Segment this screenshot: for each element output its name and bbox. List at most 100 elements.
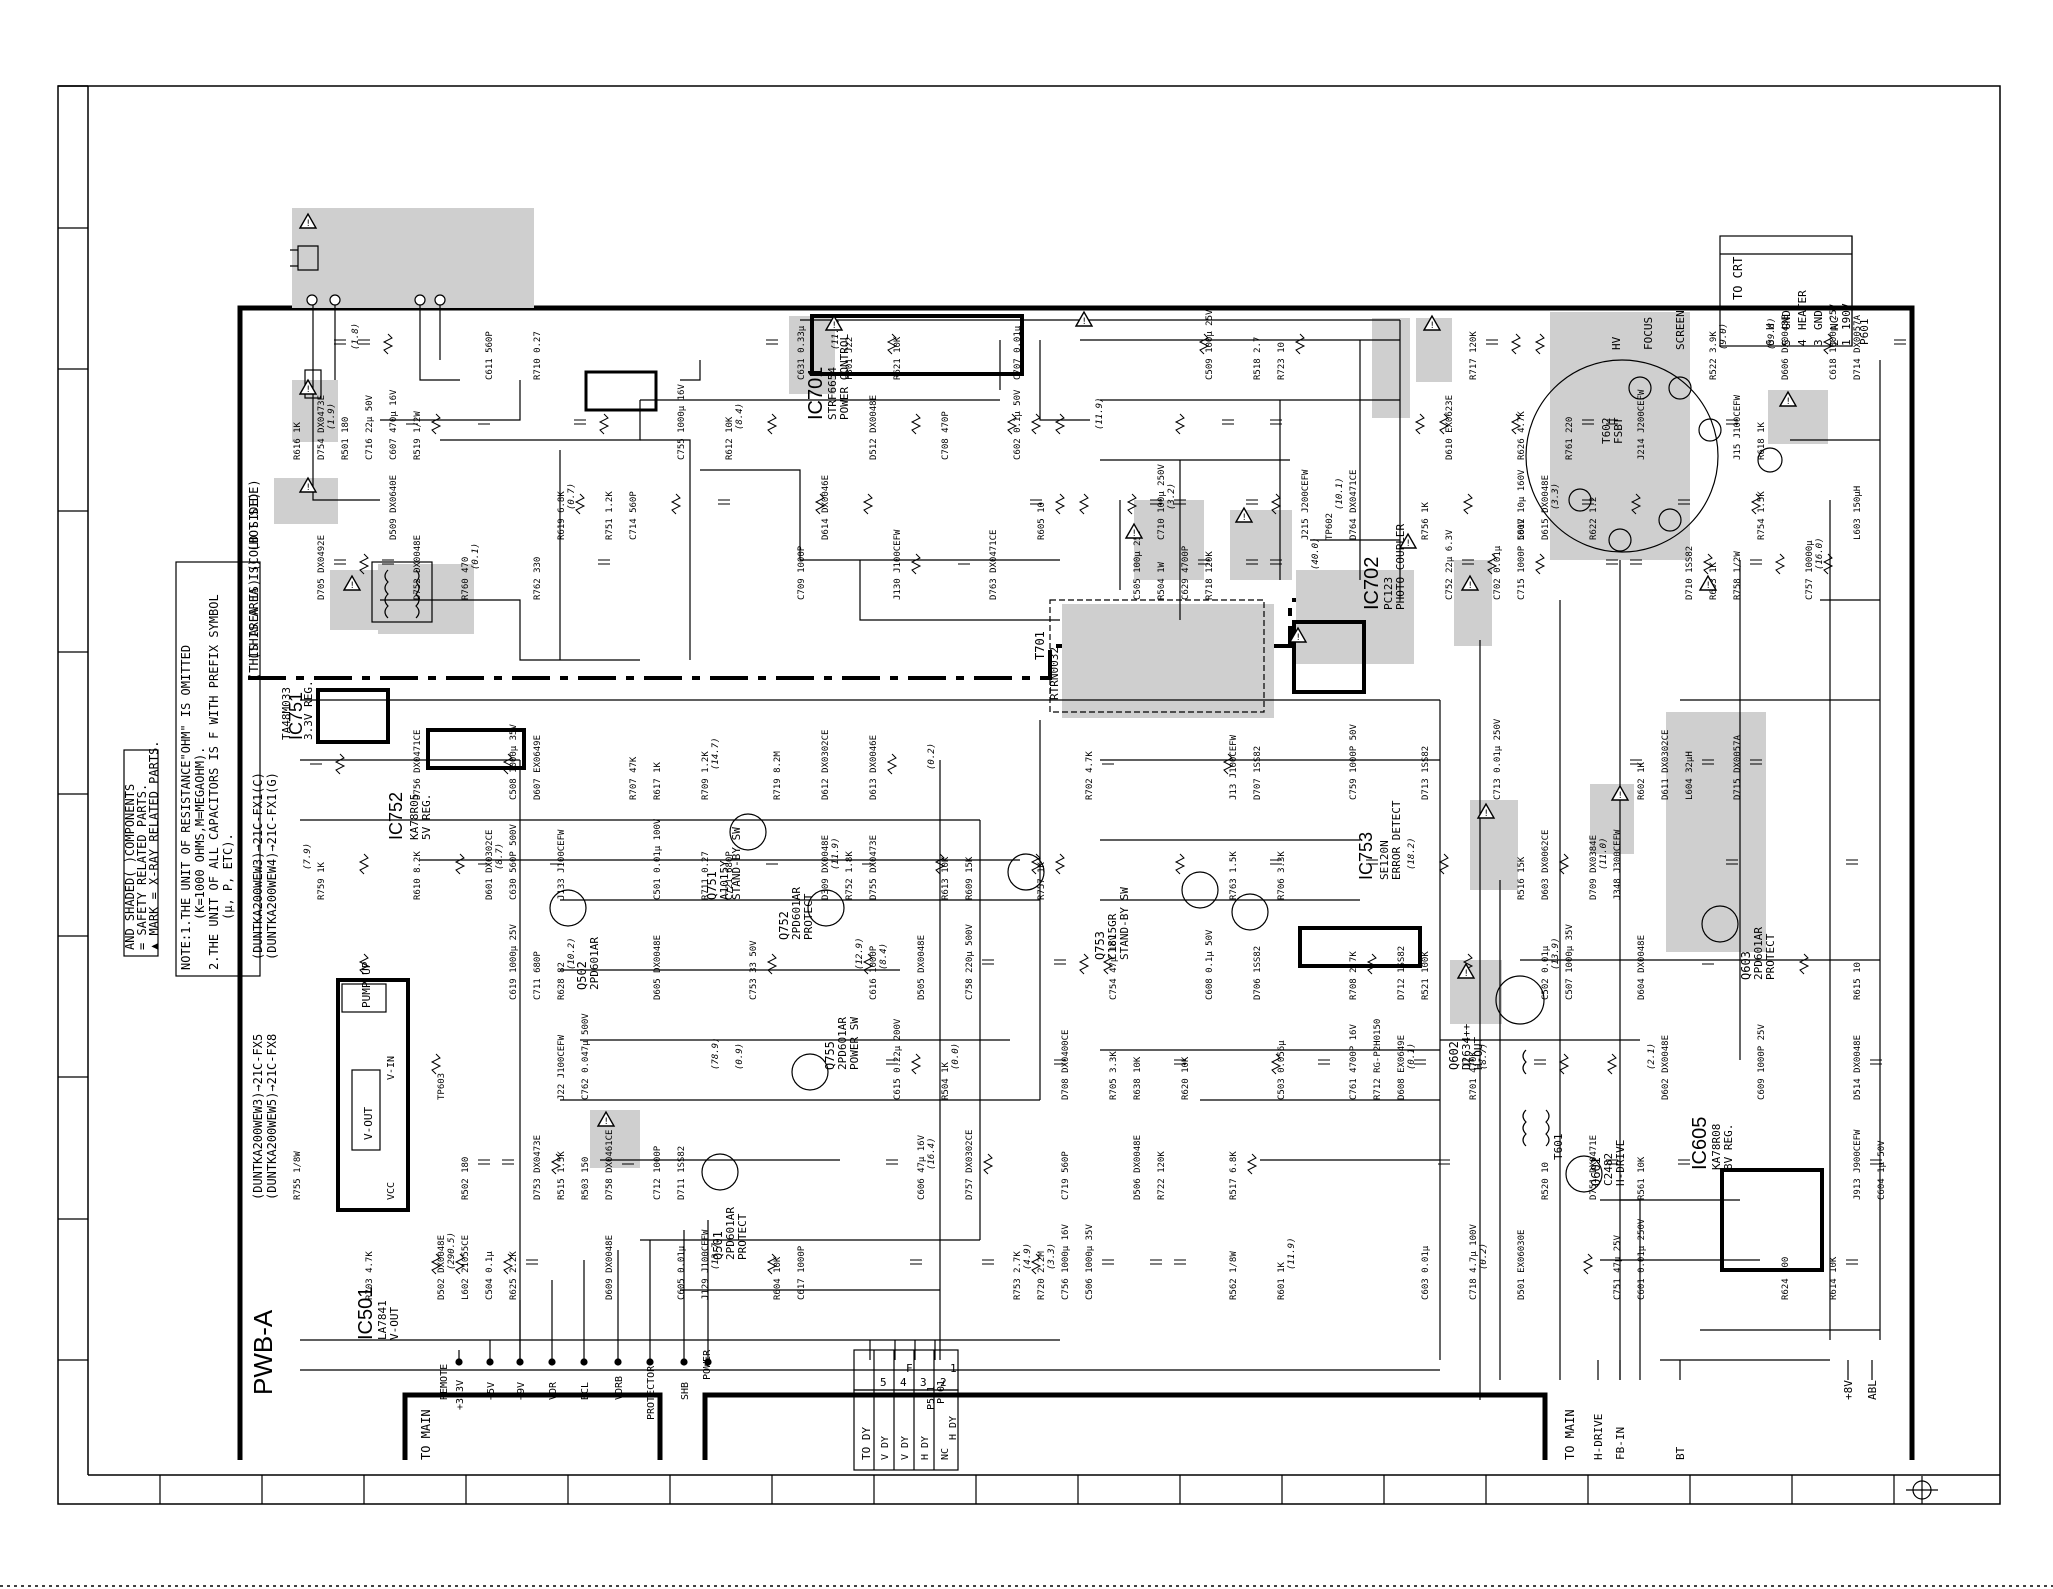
component-label: R762 330 (533, 557, 543, 600)
component-label: D758 DX0461CE (605, 1130, 615, 1200)
component-label: C757 10000μ (1805, 540, 1815, 600)
component-label: R709 1.2K (701, 751, 711, 800)
component-label: C501 0.01μ 100V (653, 818, 663, 900)
voltage-reading: (9.0) (1719, 323, 1729, 350)
sheet-frame (0, 85, 2053, 1587)
q753-desc: STAND-BY SW (1118, 887, 1131, 960)
component-label: R708 2.7K (1349, 951, 1359, 1000)
safety-warning-mark: ! (1082, 317, 1087, 327)
component-label: C712 1000P (653, 1145, 663, 1200)
capacitor-symbol (1102, 1259, 1114, 1265)
resistor-symbol (1174, 853, 1186, 875)
safety-warning-icon (824, 314, 844, 331)
capacitor-symbol (1150, 1259, 1162, 1265)
resistor-symbol (454, 1253, 466, 1275)
capacitor-symbol (478, 859, 490, 865)
conn-label-vdrb: VDRB (614, 1376, 625, 1400)
voltage-reading: (11.0) (1599, 837, 1609, 870)
crt-pin-6-num: 6 (1764, 339, 1777, 346)
resistor-symbol (358, 953, 370, 975)
component-label: D611 DX0302CE (1661, 730, 1671, 800)
component-label: J129 J100CEFW (701, 1229, 711, 1300)
ic751-desc: 3.3V REG. (302, 680, 315, 740)
component-label: C508 1000μ 35V (509, 724, 519, 800)
component-label: R621 10K (893, 336, 903, 380)
resistor-symbol (1030, 413, 1042, 435)
resistor-symbol (886, 333, 898, 355)
component-label: C707 0.01μ (1013, 325, 1023, 380)
capacitor-symbol (1462, 1059, 1474, 1065)
component-label: C758 220μ 500V (965, 924, 975, 1000)
component-label: C630 560P 500V (509, 824, 519, 900)
resistor-symbol (382, 333, 394, 355)
component-label: C756 1000μ 16V (1061, 1224, 1071, 1300)
capacitor-symbol (862, 859, 874, 865)
ic501-vcc-block: VCC (386, 1182, 397, 1200)
capacitor-symbol (886, 1159, 898, 1165)
capacitor-symbol (1606, 559, 1618, 565)
dy-pin-4-name: V DY (900, 1436, 911, 1460)
dy-pin-5-num: 5 (880, 1376, 887, 1389)
component-label: C604 1μ 50V (1877, 1140, 1887, 1200)
dy-pin-2-name: NC (940, 1448, 951, 1460)
component-label: C716 22μ 50V (365, 394, 375, 460)
q501-part: 2PD601AR (724, 1207, 737, 1260)
fbt-focus: FOCUS (1642, 317, 1655, 350)
dy-connector: P601 5 V DY 4 V DY 3 H DY 2 NC 1 H DY (880, 1362, 959, 1460)
q751-ref: Q751 (705, 871, 719, 900)
component-label: R521 100K (1421, 951, 1431, 1000)
registration-mark (1906, 1476, 1938, 1504)
resistor-symbol (766, 413, 778, 435)
dy-pin-5-name: V DY (880, 1436, 891, 1460)
component-label: R618 1K (1757, 421, 1767, 460)
capacitor-symbol (598, 559, 610, 565)
ic752-part: KA78R05 (408, 794, 421, 840)
component-label: R609 15K (965, 856, 975, 900)
component-label: D612 DX0302CE (821, 730, 831, 800)
capacitor-symbol (502, 1159, 514, 1165)
component-label: R753 2.7K (1013, 1251, 1023, 1300)
capacitor-symbol (982, 1259, 994, 1265)
safety-warning-icon (298, 378, 318, 395)
safety-warning-icon (1610, 784, 1630, 801)
to-dy-label: TO DY (860, 1427, 873, 1460)
voltage-reading: (0.2) (1479, 1243, 1489, 1270)
component-label: R759 1K (317, 861, 327, 900)
voltage-reading: (2.1) (1647, 1043, 1657, 1070)
ic701-ref: IC701 (805, 367, 827, 420)
voltage-reading: (1.9) (327, 403, 337, 430)
component-label: TP602 (1325, 513, 1335, 540)
component-label: D615 DX0048E (1541, 475, 1551, 540)
component-label: C609 1000P 25V (1757, 1024, 1767, 1100)
component-label: C759 1000P 50V (1349, 724, 1359, 800)
component-label: D610 EX0623E (1445, 395, 1455, 460)
component-label: D606 DX0048E (1781, 315, 1791, 380)
component-label: R503 150 (581, 1157, 591, 1200)
component-label: C761 4700P 16V (1349, 1024, 1359, 1100)
capacitor-symbol (406, 419, 418, 425)
capacitor-symbol (334, 559, 346, 565)
component-label: J348 J300CEFW (1613, 829, 1623, 900)
voltage-reading: (0.2) (927, 743, 937, 770)
safety-warning-mark: ! (306, 219, 311, 229)
component-label: R756 1K (1421, 501, 1431, 540)
left-connector-ref: P501 (926, 1386, 937, 1410)
note-line-1: NOTE:1.THE UNIT OF RESISTANCE"OHM" IS OM… (179, 645, 193, 970)
voltage-reading: (18.2) (1407, 837, 1417, 870)
crt-pin-3-num: 3 (1812, 339, 1825, 346)
ic501-desc: V-OUT (388, 1307, 401, 1340)
safety-warning-icon (298, 476, 318, 493)
safety-warning-icon (1778, 390, 1798, 407)
q601-part: C2482 (1602, 1153, 1615, 1186)
component-label: C721 680P (725, 851, 735, 900)
voltage-reading: (7.9) (303, 843, 313, 870)
component-label: L602 21055CE (461, 1235, 471, 1300)
ic501-vout-block: V-OUT (362, 1107, 375, 1140)
component-label: R705 3.3K (1109, 1051, 1119, 1100)
resistor-symbol (886, 753, 898, 775)
component-label: R520 10 (1541, 1162, 1551, 1200)
component-label: C603 0.01μ (1421, 1245, 1431, 1300)
conn-label-remote: REMOTE (439, 1364, 450, 1400)
q751-desc: STAND-BY SW (730, 827, 743, 900)
capacitor-symbol (1870, 1159, 1882, 1165)
